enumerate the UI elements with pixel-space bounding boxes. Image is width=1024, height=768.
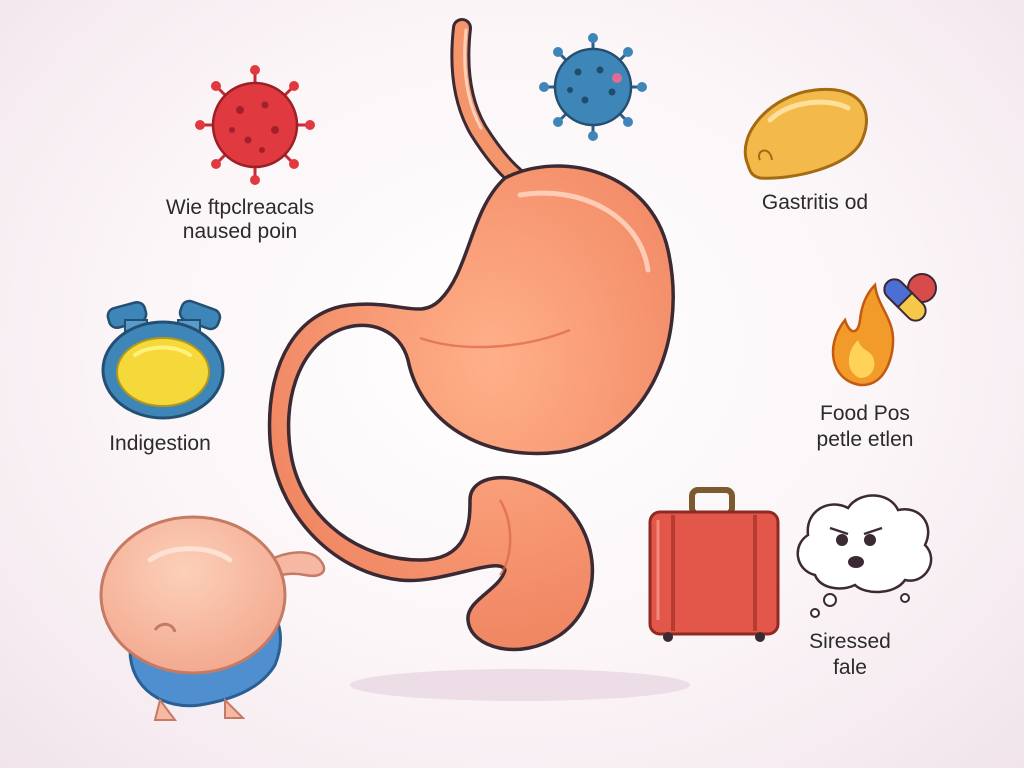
label-food-line1: Food Pos <box>820 402 910 425</box>
flame-icon <box>831 282 895 387</box>
label-food-line2: petle etlen <box>816 428 914 451</box>
label-stressed-line2: fale <box>833 656 867 679</box>
label-gastritis: Gastritis od <box>761 191 869 214</box>
label-top-left-line1: Wie ftpclreacals <box>165 196 315 219</box>
label-indigestion: Indigestion <box>109 432 211 455</box>
potato-icon <box>743 87 868 180</box>
stomach <box>267 164 675 652</box>
pill-icon <box>883 273 937 322</box>
esophagus <box>450 18 530 190</box>
red-virus-icon <box>195 65 315 185</box>
stressed-cloud-icon <box>796 494 933 618</box>
suitcase-icon <box>648 487 780 642</box>
bloated-belly-icon <box>99 515 326 721</box>
blue-virus-icon <box>539 33 647 141</box>
label-top-left-line2: naused poin <box>182 220 298 243</box>
antacid-bottle-icon <box>101 299 225 420</box>
label-stressed-line1: Siressed <box>809 630 891 653</box>
